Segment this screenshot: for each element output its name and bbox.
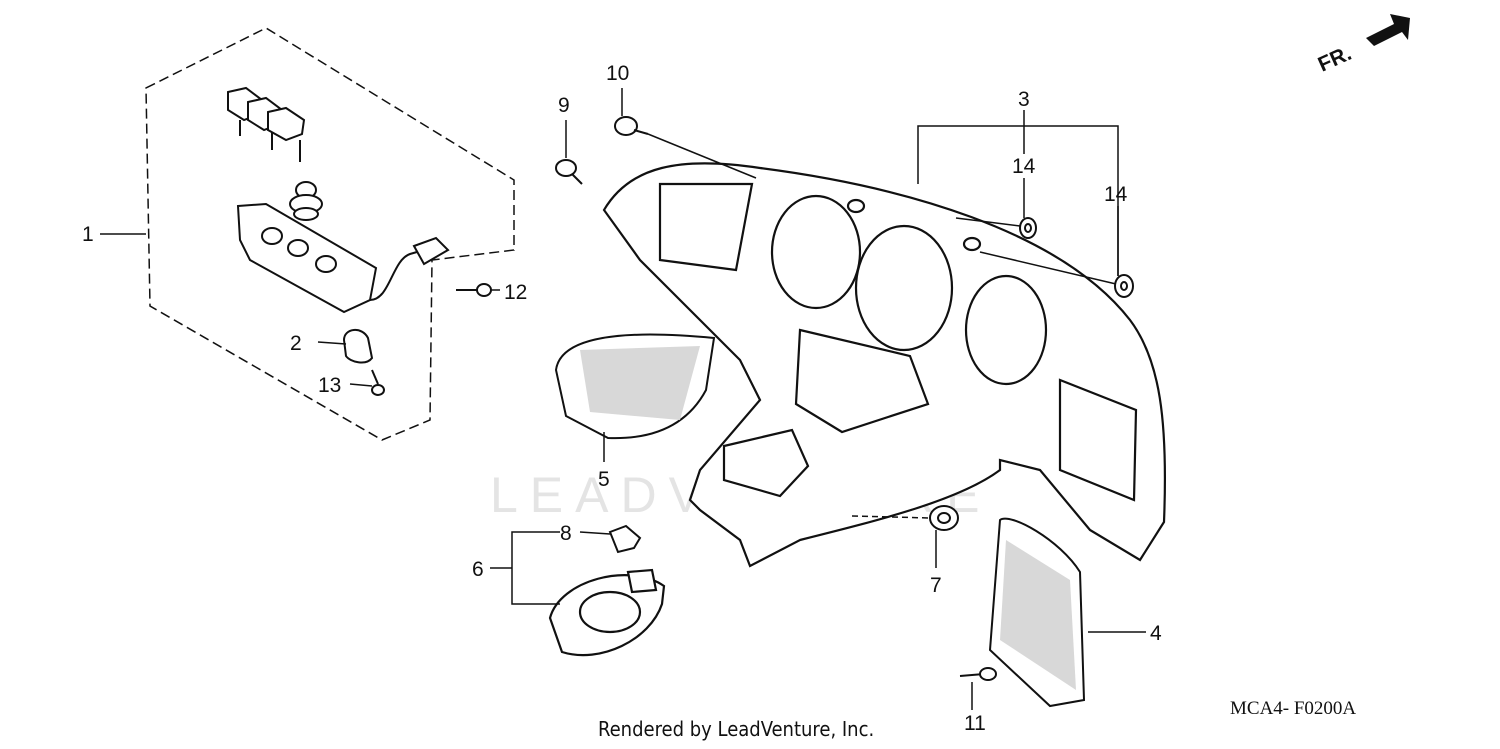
clip-8 xyxy=(608,524,642,554)
switch-buttons xyxy=(227,86,306,162)
part-number-12[interactable]: 12 xyxy=(504,281,527,304)
leader-lines xyxy=(100,88,1146,710)
clamp xyxy=(342,329,374,364)
grommet xyxy=(289,181,323,221)
speaker-grille-5 xyxy=(554,333,716,440)
bolt-10 xyxy=(614,116,649,136)
part-number-4[interactable]: 4 xyxy=(1150,622,1162,645)
screw-11 xyxy=(959,667,997,681)
part-number-7[interactable]: 7 xyxy=(930,574,942,597)
front-label: FR. xyxy=(1315,42,1355,77)
washers-14 xyxy=(1019,217,1134,298)
bezel-6 xyxy=(548,568,666,657)
part-number-10[interactable]: 10 xyxy=(606,62,629,85)
screw-13 xyxy=(371,369,385,396)
part-number-2[interactable]: 2 xyxy=(290,332,302,355)
meter-panel xyxy=(602,162,1167,568)
part-number-3[interactable]: 3 xyxy=(1018,88,1030,111)
part-number-1[interactable]: 1 xyxy=(82,223,94,246)
part-number-6[interactable]: 6 xyxy=(472,558,484,581)
render-credit: Rendered by LeadVenture, Inc. xyxy=(598,717,875,741)
front-arrow-icon xyxy=(1366,14,1410,46)
part-number-8[interactable]: 8 xyxy=(560,522,572,545)
speaker-grille-4 xyxy=(988,517,1086,708)
grommet-7 xyxy=(929,505,959,531)
bolt-9 xyxy=(555,159,583,185)
front-direction-indicator: FR. xyxy=(1315,14,1410,77)
switch-housing xyxy=(236,202,450,314)
part-number-9[interactable]: 9 xyxy=(558,94,570,117)
diagram-code: MCA4- F0200A xyxy=(1230,698,1357,719)
part-number-14-left[interactable]: 14 xyxy=(1012,155,1036,178)
part-number-14-right[interactable]: 14 xyxy=(1104,183,1128,206)
part-number-5[interactable]: 5 xyxy=(598,468,610,491)
part-number-11[interactable]: 11 xyxy=(964,712,986,735)
part-labels: 1 2 3 4 5 6 7 8 9 10 11 12 13 14 14 xyxy=(82,62,1162,735)
screw-12 xyxy=(456,283,492,297)
part-number-13[interactable]: 13 xyxy=(318,374,341,397)
